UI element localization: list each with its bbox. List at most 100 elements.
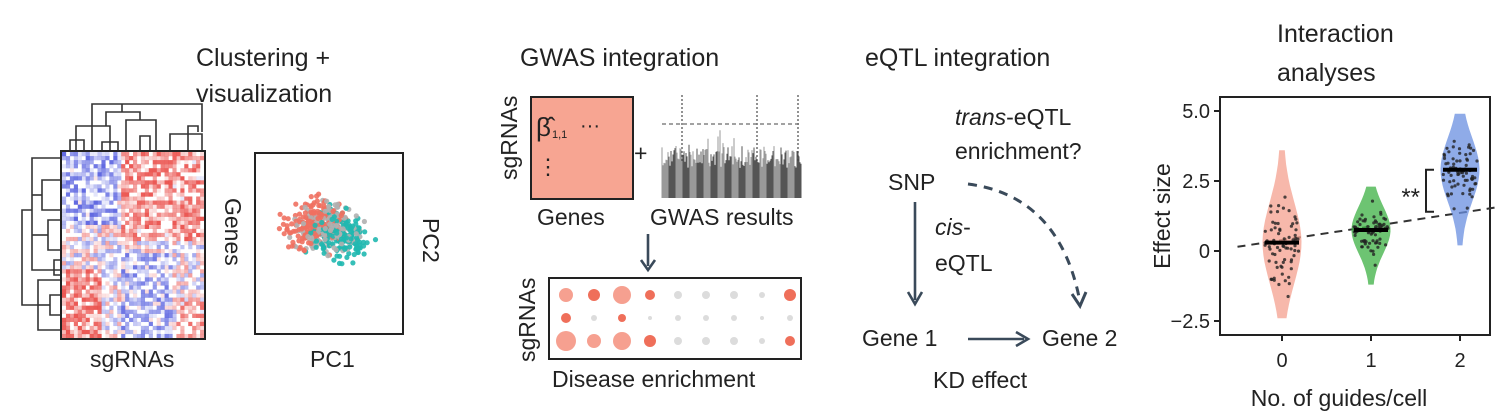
heatmap-cell: [188, 240, 193, 246]
heatmap-cell: [148, 216, 153, 221]
heatmap-cell: [77, 293, 82, 298]
enrichment-dot: [645, 290, 655, 300]
heatmap-cell: [113, 224, 118, 230]
violin-point: [1468, 187, 1472, 191]
heatmap-cell: [97, 212, 102, 217]
heatmap-cell: [129, 220, 134, 225]
heatmap-cell: [69, 285, 75, 290]
heatmap-cell: [81, 196, 86, 201]
heatmap-cell: [160, 293, 165, 298]
violin-point: [1283, 195, 1287, 199]
heatmap-cell: [188, 156, 193, 161]
heatmap-cell: [121, 212, 126, 217]
heatmap-cell: [89, 208, 94, 213]
heatmap-cell: [133, 313, 138, 318]
heatmap-cell: [180, 196, 185, 201]
heatmap-cell: [152, 249, 157, 254]
heatmap-cell: [184, 285, 189, 290]
heatmap-cell: [164, 261, 169, 266]
violin-point: [1446, 161, 1450, 165]
pca-point: [355, 237, 361, 243]
heatmap-cell: [140, 240, 146, 246]
pca-point: [281, 231, 287, 237]
heatmap-cell: [164, 188, 169, 193]
heatmap-cell: [140, 325, 146, 331]
heatmap-cell: [121, 224, 126, 230]
heatmap-cell: [62, 261, 67, 266]
manhattan-peak: [756, 127, 758, 129]
pca-point: [349, 223, 356, 229]
heatmap-cell: [129, 216, 134, 221]
heatmap-cell: [121, 168, 126, 173]
heatmap-cell: [176, 236, 181, 242]
heatmap-cell: [62, 240, 67, 246]
heatmap-cell: [65, 269, 71, 274]
heatmap-cell: [62, 265, 67, 270]
heatmap-cell: [196, 180, 201, 185]
heatmap-cell: [65, 277, 71, 282]
heatmap-cell: [93, 289, 98, 294]
heatmap-cell: [133, 333, 138, 338]
heatmap-cell: [121, 281, 126, 286]
heatmap-cell: [172, 317, 177, 323]
heatmap-cell: [180, 253, 185, 258]
heatmap-cell: [200, 305, 204, 310]
heatmap-cell: [184, 200, 189, 205]
pca-point: [321, 250, 327, 256]
manhattan-peak: [797, 143, 799, 145]
heatmap-cell: [148, 253, 153, 258]
heatmap-cell: [89, 216, 94, 221]
heatmap-cell: [172, 200, 177, 205]
heatmap-cell: [85, 156, 90, 161]
heatmap-cell: [97, 228, 102, 234]
heatmap-cell: [93, 249, 98, 254]
heatmap-cell: [144, 160, 149, 165]
heatmap-cell: [172, 257, 177, 262]
heatmap-cell: [109, 313, 114, 318]
heatmap-cell: [97, 168, 102, 173]
heatmap-cell: [93, 224, 98, 230]
heatmap-cell: [73, 216, 78, 221]
heatmap-cell: [62, 253, 67, 258]
heatmap-cell: [192, 277, 197, 282]
heatmap-cell: [77, 152, 82, 157]
heatmap-cell: [73, 224, 78, 230]
pca-point: [314, 193, 320, 199]
heatmap-cell: [133, 329, 138, 335]
heatmap-cell: [117, 160, 122, 165]
heatmap-cell: [117, 224, 122, 230]
heatmap-cell: [89, 224, 94, 230]
heatmap-cell: [140, 265, 146, 270]
heatmap-cell: [65, 240, 71, 246]
heatmap-cell: [93, 208, 98, 213]
heatmap-cell: [192, 160, 197, 165]
heatmap-cell: [65, 160, 71, 165]
heatmap-cell: [180, 301, 185, 306]
heatmap-cell: [101, 305, 106, 310]
heatmap-cell: [180, 220, 185, 225]
heatmap-cell: [152, 297, 157, 302]
heatmap-cell: [136, 192, 142, 197]
heatmap-cell: [168, 249, 173, 254]
heatmap-cell: [101, 196, 106, 201]
heatmap-cell: [73, 265, 78, 270]
heatmap-cell: [121, 317, 126, 323]
heatmap-cell: [192, 224, 197, 230]
heatmap-cell: [113, 208, 118, 213]
heatmap-cell: [62, 200, 67, 205]
heatmap-cell: [129, 204, 134, 209]
heatmap-cell: [176, 301, 181, 306]
heatmap-cell: [136, 333, 142, 338]
heatmap-cell: [164, 269, 169, 274]
heatmap-cell: [73, 176, 78, 181]
heatmap-cell: [81, 164, 86, 169]
heatmap-cell: [121, 277, 126, 282]
heatmap-cell: [117, 192, 122, 197]
significance-bracket: [1425, 168, 1434, 213]
violin-point: [1271, 220, 1275, 224]
heatmap-cell: [105, 192, 110, 197]
enrichment-dot: [644, 335, 656, 347]
heatmap-cell: [192, 289, 197, 294]
pca-point: [308, 203, 314, 209]
heatmap-cell: [156, 253, 161, 258]
